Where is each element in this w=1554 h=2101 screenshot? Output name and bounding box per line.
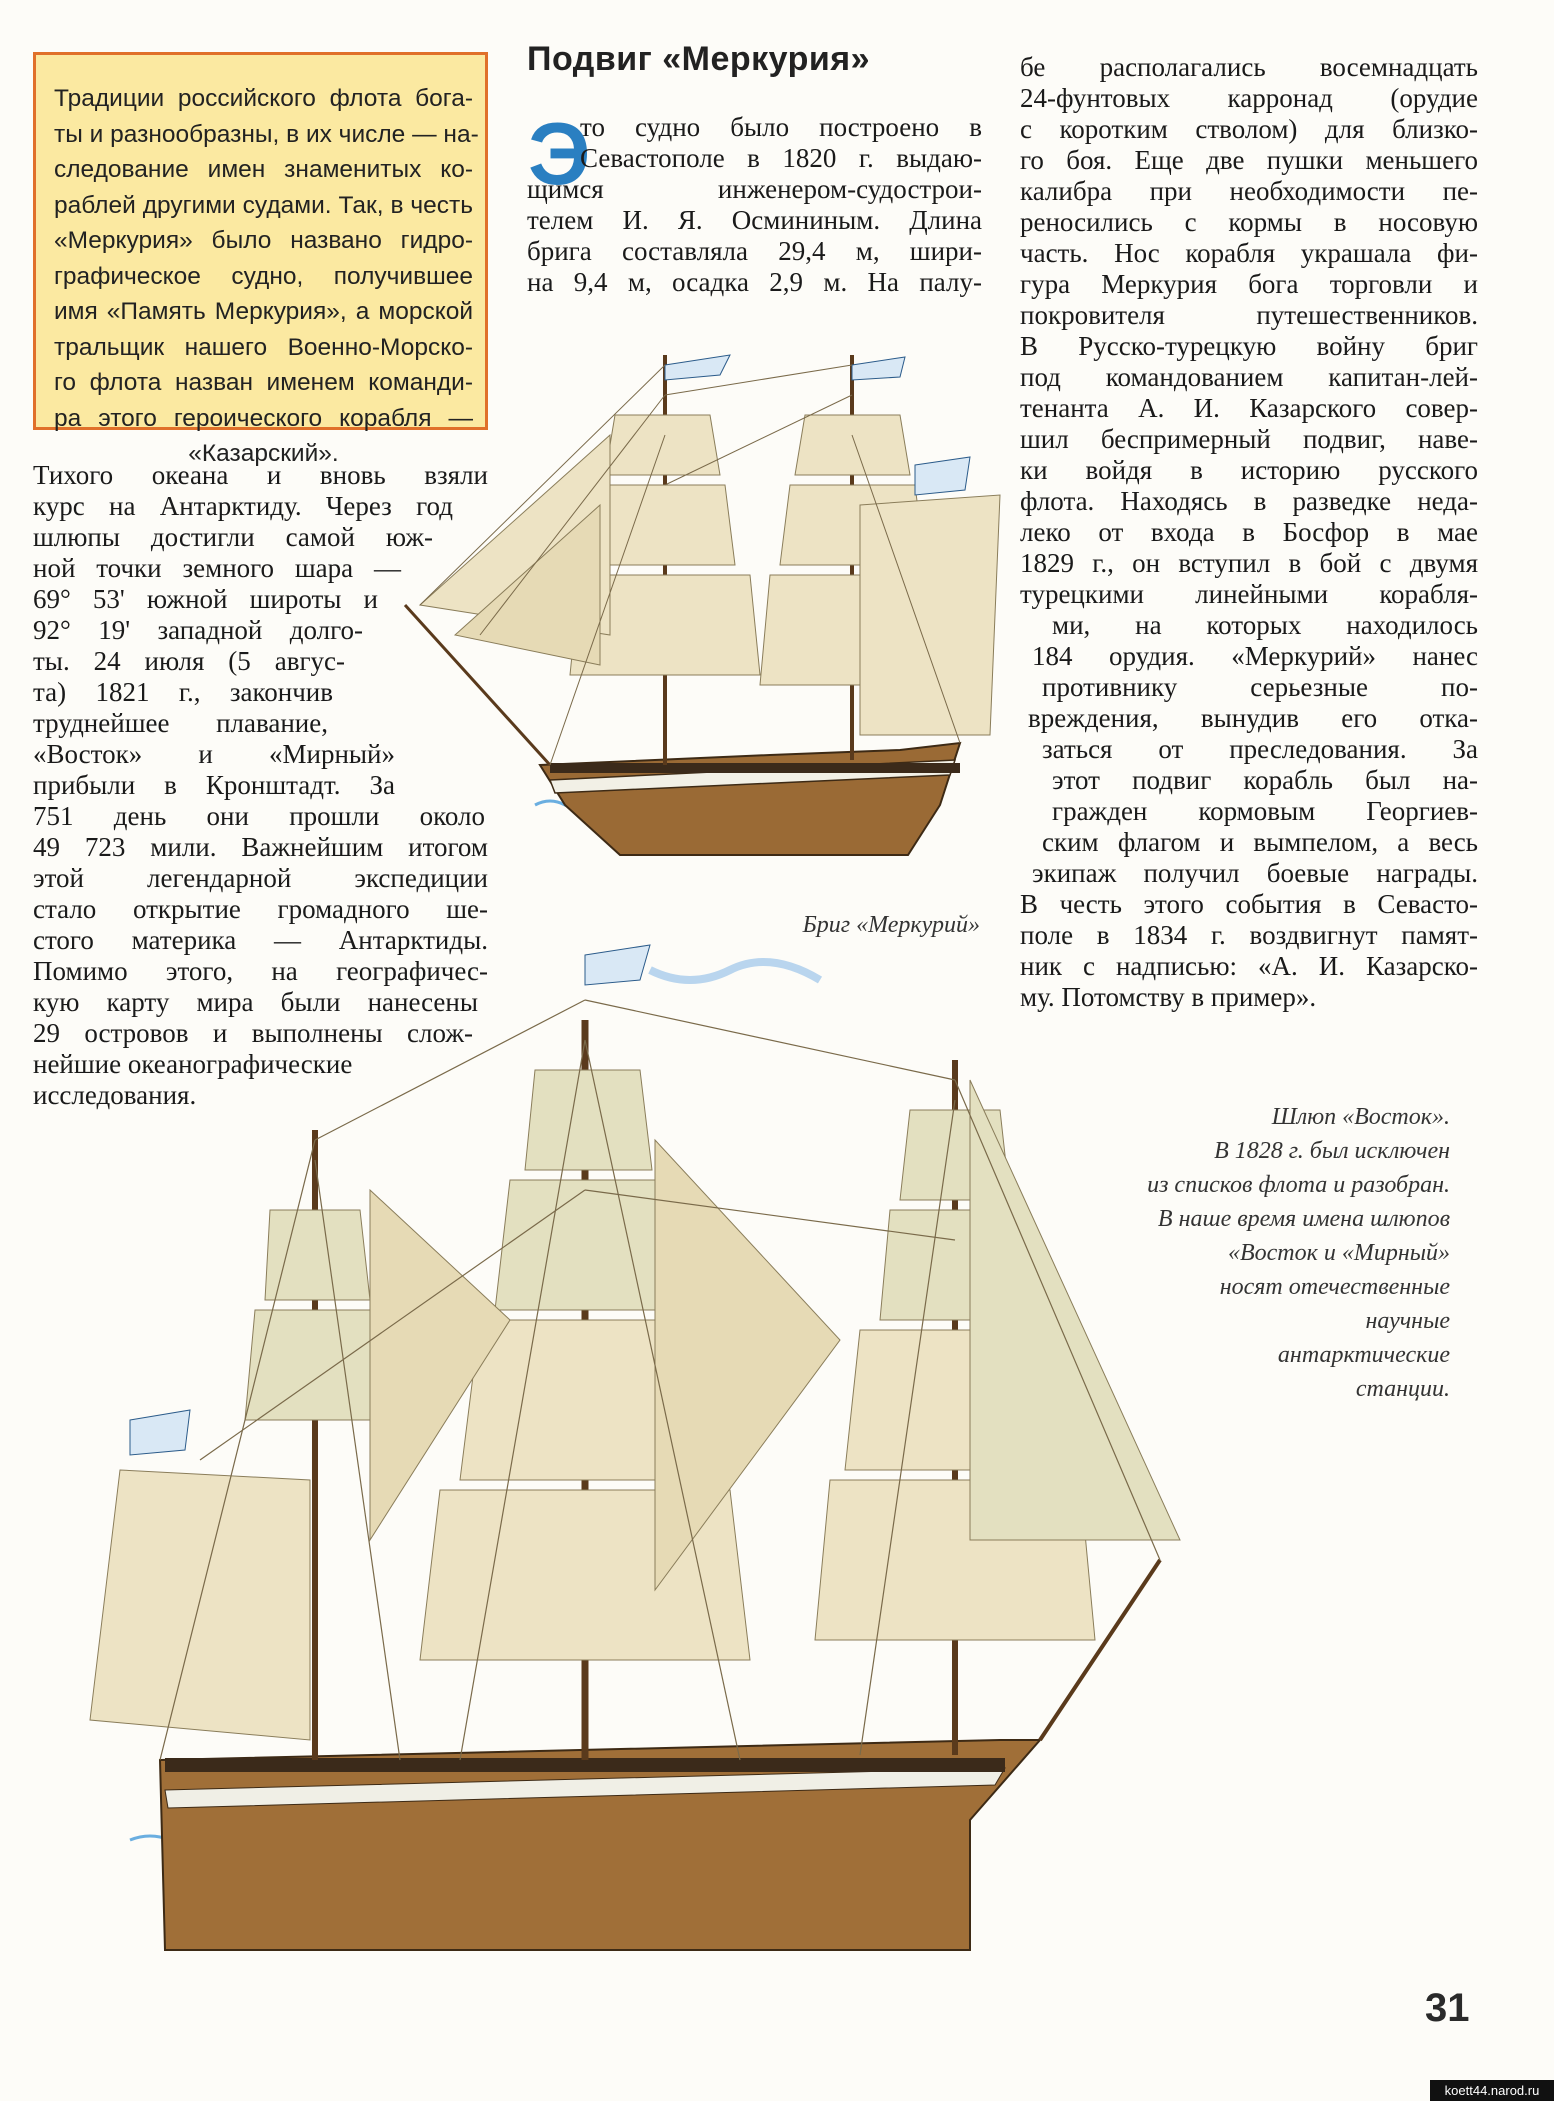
text-line: покровителя путешественников. [1020, 300, 1478, 330]
sloop-vostok-illustration [89, 944, 1181, 1951]
sidebar-line: «Меркурия» было названо гидро- [54, 227, 473, 254]
text-line: тенанта А. И. Казарского совер- [1020, 393, 1478, 423]
drop-cap: Э [528, 104, 591, 203]
text-line: леко от входа в Босфор в мае [1020, 517, 1478, 547]
text-line: 751 день они прошли около [33, 801, 485, 831]
sidebar-line: имя «Память Меркурия», а морской [54, 298, 473, 325]
text-line: флота. Находясь в разведке неда- [1020, 486, 1478, 516]
sidebar-line: Традиции российского флота бога- [54, 85, 473, 112]
text-line: ки войдя в историю русского [1020, 455, 1478, 485]
text-line: Севастополе в 1820 г. выдаю- [580, 143, 982, 173]
text-line: 1829 г., он вступил в бой с двумя [1020, 548, 1478, 578]
text-line: экипаж получил боевые награды. [1032, 858, 1478, 888]
text-line: брига составляла 29,4 м, шири- [527, 236, 982, 266]
footer-url: koett44.narod.ru [1430, 2080, 1554, 2101]
text-line: вреждения, вынудив его отка- [1028, 703, 1478, 733]
text-line: шил беспримерный подвиг, наве- [1020, 424, 1478, 454]
text-line: стого материка — Антарктиды. [33, 925, 488, 955]
text-line: бе располагались восемнадцать [1020, 52, 1478, 82]
page-number: 31 [1425, 1986, 1470, 2030]
text-line: щимся инженером-судострои- [527, 174, 982, 204]
caption-line: носят отечественные [1219, 1274, 1450, 1300]
text-line: под командованием капитан-лей- [1020, 362, 1478, 392]
text-line: Помимо этого, на географичес- [33, 956, 488, 986]
text-line: калибра при необходимости пе- [1020, 176, 1478, 206]
text-line: шлюпы достигли самой юж- [33, 522, 433, 552]
left-column: Тихого океана и вновь взяли курс на Анта… [33, 460, 488, 1111]
text-line: курс на Антарктиду. Через год [33, 491, 453, 521]
caption-line: научные [1365, 1308, 1450, 1334]
text-line: 29 островов и выполнены слож- [33, 1018, 473, 1048]
text-line: 92° 19' западной долго- [33, 615, 363, 645]
text-line: заться от преследования. За [1042, 734, 1478, 764]
text-line: В честь этого события в Севасто- [1020, 889, 1478, 919]
text-line: ми, на которых находилось [1052, 610, 1478, 640]
caption-line: антарктические [1277, 1342, 1450, 1368]
sidebar-line: ра этого героического корабля — [54, 404, 473, 432]
text-line: на 9,4 м, осадка 2,9 м. На палу- [527, 267, 982, 297]
text-line: 69° 53' южной широты и [33, 584, 378, 614]
caption-sloop: Шлюп «Восток». В 1828 г. был исключен из… [1030, 1100, 1450, 1406]
sidebar-line: графическое судно, получившее [54, 262, 473, 290]
sidebar-line: го флота назван именем команди- [54, 369, 473, 396]
text-line: му. Потомству в пример». [1020, 982, 1317, 1012]
caption-line: Шлюп «Восток». [1271, 1104, 1450, 1130]
text-line: «Восток» и «Мирный» [33, 739, 395, 769]
text-line: прибыли в Кронштадт. За [33, 770, 395, 800]
text-line: исследования. [33, 1080, 197, 1110]
text-line: реносились с кормы в носовую [1020, 207, 1478, 237]
text-line: 24-фунтовых карронад (орудие [1020, 83, 1478, 113]
text-line: кую карту мира были нанесены [33, 987, 478, 1017]
text-line: этой легендарной экспедиции [33, 863, 488, 893]
text-line: этот подвиг корабль был на- [1052, 765, 1478, 795]
text-line: труднейшее плавание, [33, 708, 328, 738]
text-line: Тихого океана и вновь взяли [33, 460, 488, 490]
text-line: 49 723 мили. Важнейшим итогом [33, 832, 488, 862]
sidebar-box: Традиции российского флота бога- ты и ра… [33, 52, 488, 467]
caption-line: В 1828 г. был исключен [1214, 1138, 1450, 1164]
section-headline: Подвиг «Меркурия» [527, 40, 871, 78]
caption-line: станции. [1355, 1376, 1450, 1402]
sidebar-line: «Казарский». [188, 440, 339, 467]
text-line: гражден кормовым Георгиев- [1052, 796, 1478, 826]
text-line: 184 орудия. «Меркурий» нанес [1032, 641, 1478, 671]
right-column: бе располагались восемнадцать 24-фунтовы… [1020, 52, 1480, 1013]
text-line: ник с надписью: «А. И. Казарско- [1020, 951, 1478, 981]
caption-line: В наше время имена шлюпов [1157, 1206, 1450, 1232]
sidebar-line: раблей другими судами. Так, в честь [54, 191, 473, 219]
brig-mercury-illustration [403, 354, 1001, 856]
sidebar-line: ты и разнообразны, в их числе — на- [54, 120, 479, 148]
text-line: го боя. Еще две пушки меньшего [1020, 145, 1478, 175]
middle-column-cont: щимся инженером-судострои- телем И. Я. О… [527, 174, 982, 298]
text-line: телем И. Я. Осмининым. Длина [527, 205, 982, 235]
text-line: то судно было построено в [580, 112, 982, 142]
text-line: часть. Нос корабля украшала фи- [1020, 238, 1478, 268]
caption-line: из списков флота и разобран. [1147, 1172, 1450, 1198]
text-line: противнику серьезные по- [1042, 672, 1478, 702]
text-line: ским флагом и вымпелом, а весь [1042, 827, 1478, 857]
text-line: нейшие океанографические [33, 1049, 353, 1079]
text-line: стало открытие громадного ше- [33, 894, 488, 924]
caption-line: «Восток и «Мирный» [1227, 1240, 1450, 1266]
caption-brig: Бриг «Меркурий» [802, 912, 980, 938]
text-line: турецкими линейными корабля- [1020, 579, 1478, 609]
sidebar-line: тральщик нашего Военно-Морско- [54, 333, 473, 361]
text-line: В Русско-турецкую войну бриг [1020, 331, 1478, 361]
text-line: та) 1821 г., закончив [33, 677, 333, 707]
middle-column: то судно было построено в Севастополе в … [580, 112, 982, 174]
text-line: ты. 24 июля (5 авгус- [33, 646, 345, 676]
text-line: гура Меркурия бога торговли и [1020, 269, 1478, 299]
text-line: с коротким стволом) для близко- [1020, 114, 1478, 144]
text-line: поле в 1834 г. воздвигнут памят- [1020, 920, 1478, 950]
text-line: ной точки земного шара — [33, 553, 401, 583]
sidebar-line: следование имен знаменитых ко- [54, 156, 473, 183]
